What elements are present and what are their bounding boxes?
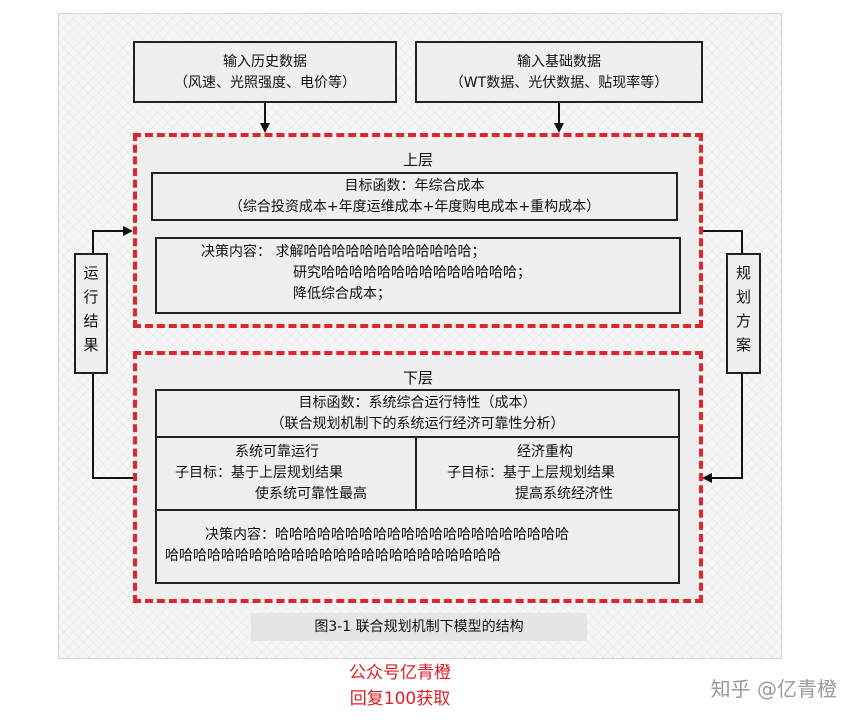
economy-box: 经济重构 子目标：基于上层规划结果 提高系统经济性 — [415, 436, 680, 511]
lower-decision-box: 决策内容：哈哈哈哈哈哈哈哈哈哈哈哈哈哈哈哈哈哈哈哈哈 哈哈哈哈哈哈哈哈哈哈哈哈哈… — [155, 509, 680, 584]
lower-decision-line1: 决策内容：哈哈哈哈哈哈哈哈哈哈哈哈哈哈哈哈哈哈哈哈哈 — [205, 527, 569, 543]
economy-title: 经济重构 — [517, 444, 573, 460]
promo-account: 公众号亿青橙 — [349, 663, 451, 683]
upper-decision-box: 决策内容： 求解哈哈哈哈哈哈哈哈哈哈哈哈； 研究哈哈哈哈哈哈哈哈哈哈哈哈哈哈； … — [155, 237, 681, 314]
lower-objective-line1: 目标函数：系统综合运行特性（成本） — [298, 395, 537, 411]
planning-scheme-char: 方 — [735, 312, 751, 330]
planning-scheme-char: 划 — [735, 288, 751, 306]
input-base-title: 输入基础数据 — [517, 54, 601, 70]
economy-line2: 提高系统经济性 — [515, 486, 613, 502]
lower-objective-line2: （联合规划机制下的系统运行经济可靠性分析） — [270, 416, 565, 432]
input-history-box: 输入历史数据 （风速、光照强度、电价等） — [133, 41, 397, 103]
planning-scheme-char: 规 — [735, 264, 751, 282]
economy-line1: 子目标：基于上层规划结果 — [447, 465, 615, 481]
input-history-detail: （风速、光照强度、电价等） — [174, 75, 356, 91]
upper-decision-line1: 决策内容： 求解哈哈哈哈哈哈哈哈哈哈哈哈； — [201, 244, 486, 260]
operation-results-char: 行 — [83, 288, 99, 306]
zhihu-watermark: 知乎 @亿青橙 — [710, 677, 837, 701]
upper-layer-title: 上层 — [402, 151, 433, 169]
operation-results-char: 运 — [83, 264, 99, 282]
lower-layer-title: 下层 — [402, 369, 433, 387]
input-base-box: 输入基础数据 （WT数据、光伏数据、贴现率等） — [415, 41, 703, 103]
upper-objective-line1: 目标函数：年综合成本 — [344, 178, 485, 194]
lower-decision-line2: 哈哈哈哈哈哈哈哈哈哈哈哈哈哈哈哈哈哈哈哈哈哈哈哈 — [165, 548, 501, 564]
input-history-title: 输入历史数据 — [223, 54, 307, 70]
figure-caption: 图3-1 联合规划机制下模型的结构 — [251, 613, 587, 641]
reliability-line2: 使系统可靠性最高 — [255, 486, 367, 502]
planning-scheme-char: 案 — [735, 336, 751, 354]
input-base-detail: （WT数据、光伏数据、贴现率等） — [449, 75, 669, 91]
reliability-line1: 子目标：基于上层规划结果 — [175, 465, 343, 481]
reliability-title: 系统可靠运行 — [235, 444, 319, 460]
planning-scheme-label: 规 划 方 案 — [726, 253, 761, 374]
reliability-box: 系统可靠运行 子目标：基于上层规划结果 使系统可靠性最高 — [155, 436, 417, 511]
lower-objective-box: 目标函数：系统综合运行特性（成本） （联合规划机制下的系统运行经济可靠性分析） — [155, 389, 680, 438]
promo-reply: 回复100获取 — [349, 689, 451, 709]
upper-decision-line3: 降低综合成本； — [293, 286, 391, 302]
operation-results-label: 运 行 结 果 — [74, 253, 108, 374]
upper-objective-line2: （综合投资成本+年度运维成本+年度购电成本+重构成本） — [228, 199, 601, 215]
upper-objective-box: 目标函数：年综合成本 （综合投资成本+年度运维成本+年度购电成本+重构成本） — [151, 172, 678, 221]
upper-decision-line2: 研究哈哈哈哈哈哈哈哈哈哈哈哈哈哈； — [293, 265, 531, 281]
operation-results-char: 结 — [83, 312, 99, 330]
operation-results-char: 果 — [83, 336, 99, 354]
